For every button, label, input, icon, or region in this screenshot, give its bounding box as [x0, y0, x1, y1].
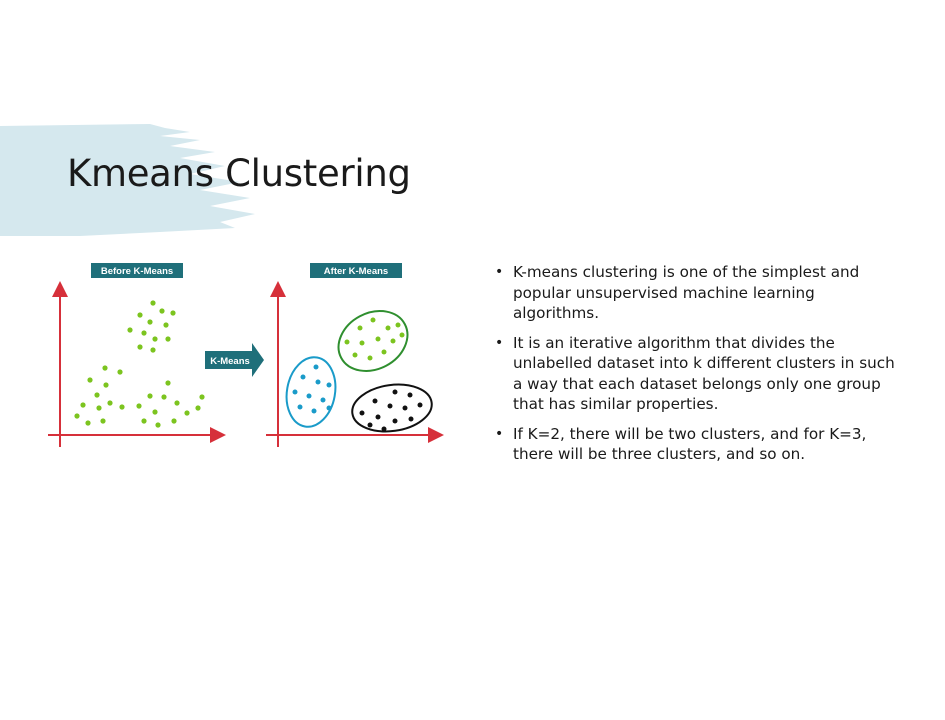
- black-cluster: [351, 383, 433, 433]
- brush-stroke-decoration: [0, 124, 255, 236]
- svg-text:After K-Means: After K-Means: [324, 266, 388, 277]
- before-axes: [48, 281, 226, 447]
- after-axes: [266, 281, 444, 447]
- svg-text:K-Means: K-Means: [210, 356, 250, 367]
- before-label: Before K-Means: [91, 263, 183, 278]
- before-points: [74, 300, 205, 428]
- bullet-item: •If K=2, there will be two clusters, and…: [495, 424, 867, 464]
- kmeans-diagram: Before K-Means After K-Means K-Means: [48, 263, 444, 447]
- kmeans-arrow: K-Means: [205, 343, 264, 377]
- bullet-item: •K-means clustering is one of the simple…: [495, 263, 860, 322]
- green-cluster: [337, 310, 409, 372]
- bullet-list: •K-means clustering is one of the simple…: [495, 262, 895, 474]
- slide-title: Kmeans Clustering: [67, 152, 411, 195]
- svg-text:Before K-Means: Before K-Means: [101, 266, 173, 277]
- blue-cluster: [285, 356, 337, 428]
- bullet-item: •It is an iterative algorithm that divid…: [495, 333, 895, 414]
- after-label: After K-Means: [310, 263, 402, 278]
